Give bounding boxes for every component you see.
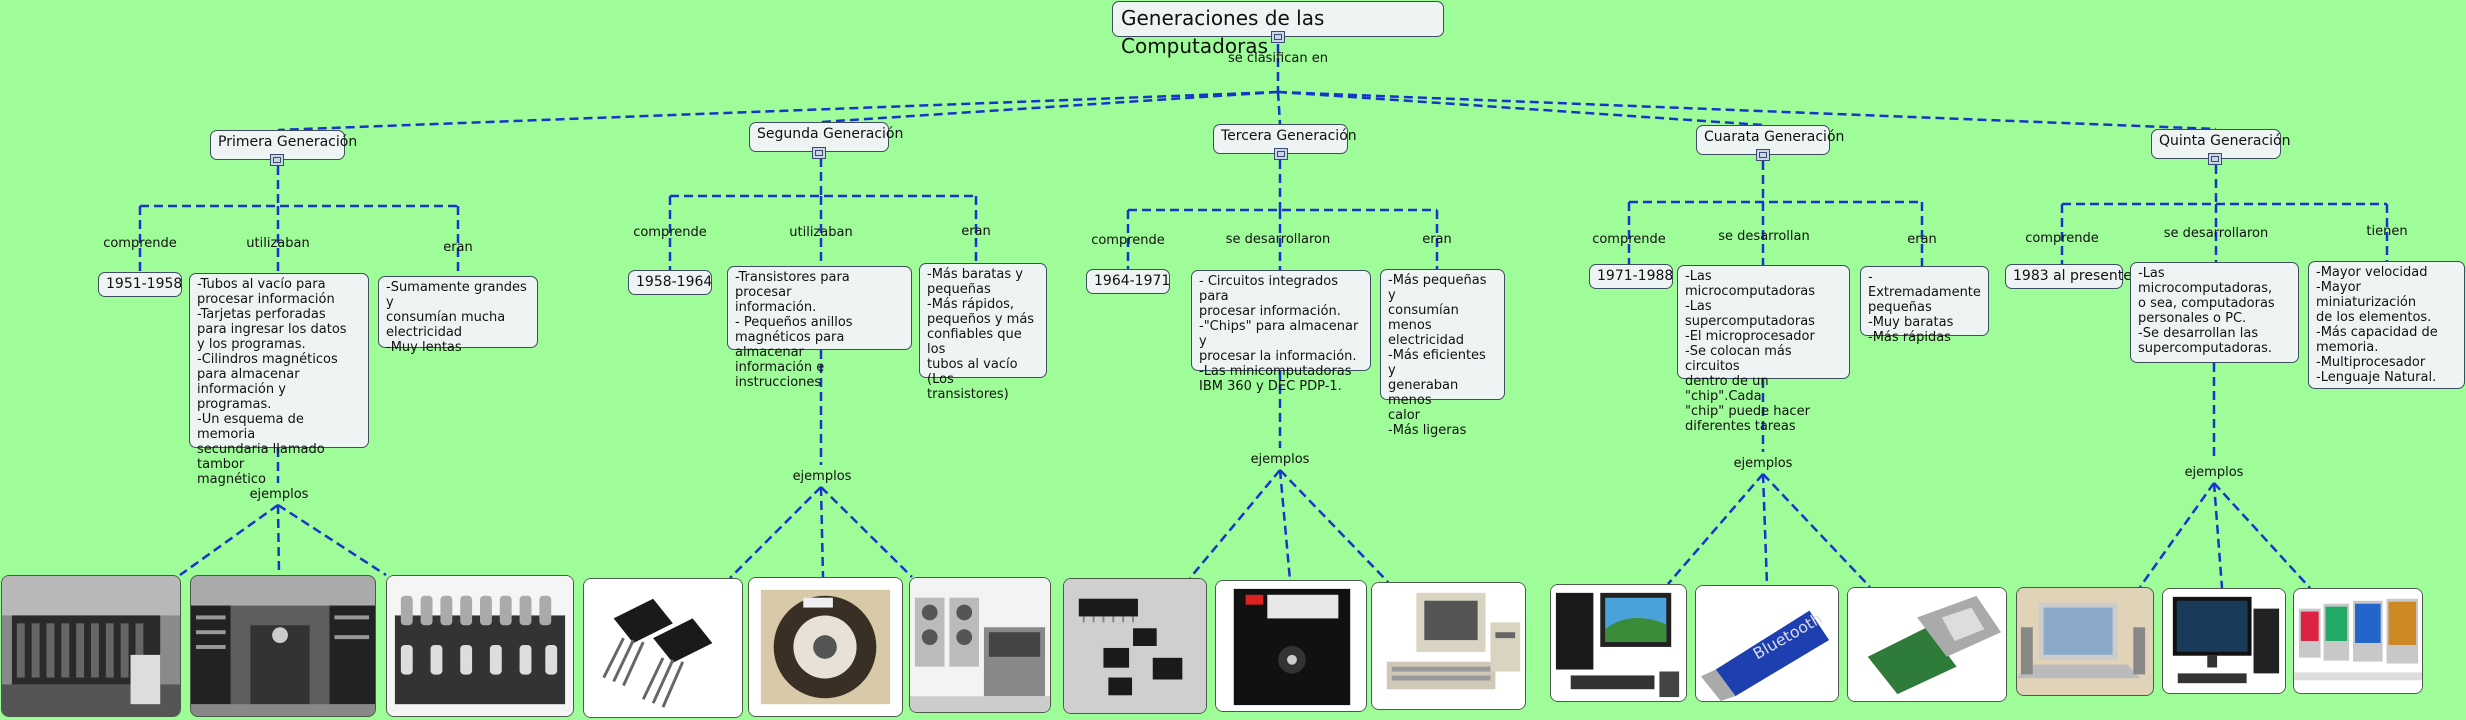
gen3-link-desarrollaron: se desarrollaron xyxy=(1225,232,1331,247)
gen1-examples-label: ejemplos xyxy=(249,487,309,502)
expand-icon[interactable] xyxy=(1271,31,1285,43)
gen3-dates-node[interactable]: 1964-1971 xyxy=(1086,269,1170,294)
root-title-node[interactable]: Generaciones de las Computadoras xyxy=(1112,1,1444,58)
gen1-example-line-3 xyxy=(277,503,387,577)
gen4-uses-node[interactable]: -Las microcomputadoras -Las supercomputa… xyxy=(1677,265,1850,434)
floppy-disk-photo[interactable] xyxy=(1215,580,1367,712)
gen4-dates-node[interactable]: 1971-1988 xyxy=(1589,264,1673,289)
vacuum-tubes-photo[interactable] xyxy=(386,575,574,717)
gen1-traits-node[interactable]: -Sumamente grandes y consumían mucha ele… xyxy=(378,276,538,355)
integrated-circuit-chips-photo[interactable] xyxy=(1063,578,1207,714)
root-branch-line-4 xyxy=(1277,90,1764,127)
gen4-example-line-2 xyxy=(1761,473,1769,586)
gen3-link-comprende: comprende xyxy=(1091,233,1165,248)
gen5-uses-node[interactable]: -Las microcomputadoras, o sea, computado… xyxy=(2130,262,2299,363)
gen3-example-line-3 xyxy=(1279,469,1389,583)
gen5-examples-label: ejemplos xyxy=(2184,465,2244,480)
gen3-uses-node[interactable]: - Circuitos integrados para procesar inf… xyxy=(1191,270,1371,394)
gen5-expand-icon[interactable] xyxy=(2208,153,2222,165)
gen3-example-line-1 xyxy=(1189,469,1281,579)
gen5-link-desarrollaron: se desarrollaron xyxy=(2163,226,2269,241)
laptop-photo[interactable] xyxy=(2016,587,2154,696)
gen2-examples-label: ejemplos xyxy=(792,469,852,484)
univac-computer-room-photo[interactable] xyxy=(1,575,181,717)
gen4-link-eran: eran xyxy=(1907,232,1937,247)
gen4-expand-icon[interactable] xyxy=(1756,149,1770,161)
gen3-examples-label: ejemplos xyxy=(1250,452,1310,467)
modern-desktop-photo[interactable] xyxy=(2162,588,2286,694)
gen4-example-line-1 xyxy=(1667,473,1764,585)
gen5-dates-node[interactable]: 1983 al presente xyxy=(2005,264,2132,289)
gen2-link-utilizaban: utilizaban xyxy=(789,225,853,240)
gen2-example-line-2 xyxy=(819,486,825,578)
gen3-example-line-2 xyxy=(1278,469,1292,581)
gen3-expand-icon[interactable] xyxy=(1274,148,1288,160)
gen3-link-eran: eran xyxy=(1422,232,1452,247)
minicomputer-photo[interactable] xyxy=(1371,582,1526,710)
gen1-link-eran: eran xyxy=(443,240,473,255)
gen2-example-line-1 xyxy=(729,486,822,579)
microprocessor-photo[interactable] xyxy=(1847,587,2007,702)
gen4-example-line-3 xyxy=(1762,473,1871,588)
gen1-link-comprende: comprende xyxy=(103,236,177,251)
gen5-example-line-2 xyxy=(2212,482,2224,589)
gen1-node[interactable]: Primera Generación xyxy=(210,130,357,160)
gen2-example-line-3 xyxy=(820,486,913,578)
gen5-link-tienen: tienen xyxy=(2366,224,2408,239)
gen1-link-utilizaban: utilizaban xyxy=(246,236,310,251)
gen4-link-desarrollan: se desarrollan xyxy=(1718,229,1810,244)
gen5-traits-node[interactable]: -Mayor velocidad -Mayor miniaturización … xyxy=(2308,261,2465,389)
gen5-example-line-3 xyxy=(2213,482,2311,589)
root-branch-line-3 xyxy=(1276,91,1282,125)
gen5-link-comprende: comprende xyxy=(2025,231,2099,246)
root-branch-line-5 xyxy=(1277,90,2217,131)
root-branch-line-1 xyxy=(277,90,1279,132)
gen2-expand-icon[interactable] xyxy=(812,147,826,159)
imac-lineup-photo[interactable] xyxy=(2293,588,2423,694)
gen2-link-eran: eran xyxy=(961,224,991,239)
gen1-dates-node[interactable]: 1951-1958 xyxy=(98,272,182,297)
root-link-label: se clasifican en xyxy=(1228,51,1328,66)
gen4-examples-label: ejemplos xyxy=(1733,456,1793,471)
bluetooth-usb-adapter-photo[interactable]: Bluetooth xyxy=(1695,585,1839,702)
gen2-dates-node[interactable]: 1958-1964 xyxy=(628,270,712,295)
gen2-link-comprende: comprende xyxy=(633,225,707,240)
gen4-link-comprende: comprende xyxy=(1592,232,1666,247)
tape-drive-computers-photo[interactable] xyxy=(909,577,1051,713)
gen2-node[interactable]: Segunda Generación xyxy=(749,122,903,152)
gen1-example-line-2 xyxy=(276,504,281,576)
gen2-traits-node[interactable]: -Más baratas y pequeñas -Más rápidos, pe… xyxy=(919,263,1047,402)
magnetic-tape-reel-photo[interactable] xyxy=(748,577,903,717)
eniac-computer-room-photo[interactable] xyxy=(190,575,376,717)
gen5-example-line-1 xyxy=(2138,482,2216,588)
gen1-example-line-1 xyxy=(179,503,279,577)
gen4-node[interactable]: Cuarata Generación xyxy=(1696,125,1844,155)
gen1-uses-node[interactable]: -Tubos al vacío para procesar informació… xyxy=(189,273,369,487)
gen5-node[interactable]: Quinta Generación xyxy=(2151,129,2290,159)
root-branch-line-2 xyxy=(820,90,1279,124)
transistors-photo[interactable] xyxy=(583,578,743,718)
gen1-expand-icon[interactable] xyxy=(270,154,284,166)
desktop-pc-photo[interactable] xyxy=(1550,584,1687,702)
gen4-traits-node[interactable]: -Extremadamente pequeñas -Muy baratas -M… xyxy=(1860,266,1989,345)
gen3-traits-node[interactable]: -Más pequeñas y consumían menos electric… xyxy=(1380,269,1505,438)
gen2-uses-node[interactable]: -Transistores para procesar información.… xyxy=(727,266,912,390)
